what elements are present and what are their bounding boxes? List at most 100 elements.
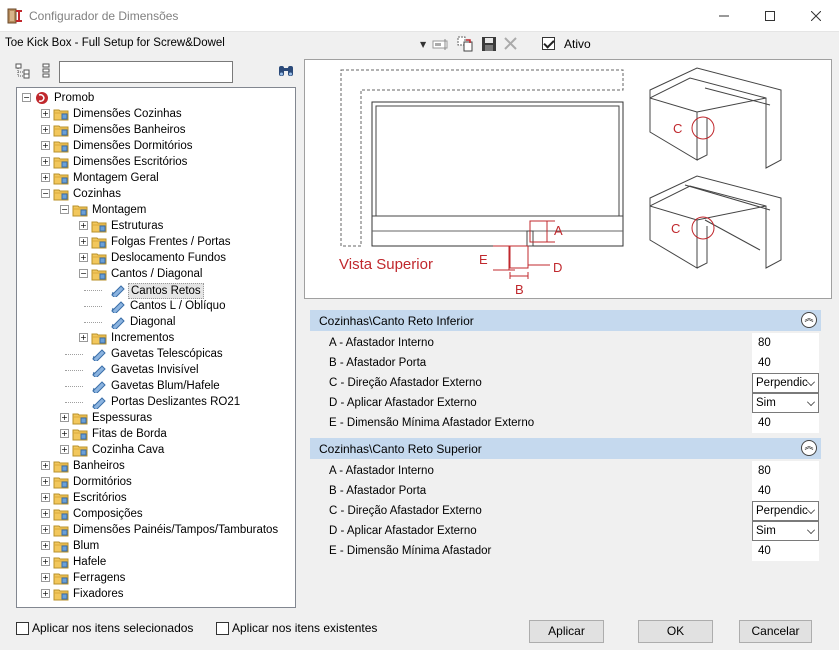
tree-item[interactable]: +Estruturas: [17, 218, 295, 234]
expand-plus-icon[interactable]: +: [79, 221, 88, 230]
tree-item[interactable]: −Cozinhas: [17, 186, 295, 202]
prop-value-input[interactable]: 40: [752, 353, 819, 373]
tree-item-label: Cantos Retos: [128, 283, 204, 299]
delete-icon[interactable]: [502, 36, 520, 52]
save-icon[interactable]: [480, 36, 498, 52]
expand-plus-icon[interactable]: +: [79, 333, 88, 342]
expand-plus-icon[interactable]: +: [41, 157, 50, 166]
collapse-minus-icon[interactable]: −: [79, 269, 88, 278]
expand-plus-icon[interactable]: +: [41, 461, 50, 470]
tree-item[interactable]: +Fixadores: [17, 586, 295, 602]
close-button[interactable]: [793, 0, 839, 32]
tree-item[interactable]: +Dimensões Escritórios: [17, 154, 295, 170]
tree-item[interactable]: +Incrementos: [17, 330, 295, 346]
expand-plus-icon[interactable]: +: [41, 573, 50, 582]
promob-logo-icon: [34, 91, 50, 105]
prop-value-input[interactable]: 80: [752, 461, 819, 481]
tree-item-label: Cantos / Diagonal: [111, 268, 203, 280]
tree-item[interactable]: Portas Deslizantes RO21: [17, 394, 295, 411]
expand-plus-icon[interactable]: +: [60, 429, 69, 438]
prop-value-select[interactable]: Perpendic: [752, 501, 819, 521]
collapse-minus-icon[interactable]: −: [41, 189, 50, 198]
prop-value-input[interactable]: 40: [752, 481, 819, 501]
expand-plus-icon[interactable]: +: [41, 493, 50, 502]
settings-tree[interactable]: −Promob+Dimensões Cozinhas+Dimensões Ban…: [16, 87, 296, 608]
tree-item[interactable]: +Ferragens: [17, 570, 295, 586]
tree-item[interactable]: +Montagem Geral: [17, 170, 295, 186]
collapse-minus-icon[interactable]: −: [60, 205, 69, 214]
apply-existing-checkbox[interactable]: [216, 622, 229, 635]
collapse-up-icon[interactable]: ︽: [801, 312, 817, 328]
expand-plus-icon[interactable]: +: [41, 541, 50, 550]
copy-setup-icon[interactable]: [457, 36, 475, 52]
prop-value-select[interactable]: Perpendic: [752, 373, 819, 393]
tree-search-input[interactable]: [59, 61, 233, 83]
tree-item[interactable]: +Blum: [17, 538, 295, 554]
group-header-superior[interactable]: Cozinhas\Canto Reto Superior ︽: [310, 438, 821, 459]
tree-item[interactable]: +Dimensões Painéis/Tampos/Tamburatos: [17, 522, 295, 538]
tree-item[interactable]: Gavetas Telescópicas: [17, 346, 295, 363]
apply-button[interactable]: Aplicar: [529, 620, 604, 643]
expand-tree-icon[interactable]: [15, 63, 31, 79]
prop-value-select[interactable]: Sim: [752, 521, 819, 541]
prop-value-input[interactable]: 40: [752, 413, 819, 433]
tree-item[interactable]: +Cozinha Cava: [17, 442, 295, 458]
tree-item[interactable]: +Dimensões Banheiros: [17, 122, 295, 138]
expand-plus-icon[interactable]: +: [41, 125, 50, 134]
prop-row-superior-b: B - Afastador Porta 40: [322, 481, 819, 501]
expand-plus-icon[interactable]: +: [79, 253, 88, 262]
binoculars-icon[interactable]: [278, 64, 294, 78]
expand-plus-icon[interactable]: +: [60, 413, 69, 422]
tree-item[interactable]: +Deslocamento Fundos: [17, 250, 295, 266]
tree-connector: [84, 306, 102, 307]
tree-item[interactable]: −Montagem: [17, 202, 295, 218]
expand-plus-icon[interactable]: +: [79, 237, 88, 246]
tree-item-label: Portas Deslizantes RO21: [111, 396, 241, 408]
chevron-down-icon: [807, 398, 815, 406]
collapse-up-icon[interactable]: ︽: [801, 440, 817, 456]
expand-plus-icon[interactable]: +: [41, 557, 50, 566]
tree-item[interactable]: +Folgas Frentes / Portas: [17, 234, 295, 250]
tree-item[interactable]: Gavetas Blum/Hafele: [17, 378, 295, 395]
tree-item[interactable]: −Promob: [17, 90, 295, 106]
tree-item[interactable]: − Cantos / Diagonal: [17, 266, 295, 282]
tree-item[interactable]: Gavetas Invisível: [17, 362, 295, 379]
expand-plus-icon[interactable]: +: [60, 445, 69, 454]
expand-plus-icon[interactable]: +: [41, 509, 50, 518]
tree-item[interactable]: +Dimensões Dormitórios: [17, 138, 295, 154]
tree-item[interactable]: Diagonal: [17, 314, 295, 331]
tree-item[interactable]: +Hafele: [17, 554, 295, 570]
expand-plus-icon[interactable]: +: [41, 525, 50, 534]
tree-item[interactable]: Cantos Retos: [17, 282, 295, 299]
folder-icon: [53, 123, 69, 137]
rename-icon[interactable]: [432, 36, 450, 52]
maximize-button[interactable]: [747, 0, 793, 32]
cancel-button[interactable]: Cancelar: [739, 620, 812, 643]
expand-plus-icon[interactable]: +: [41, 109, 50, 118]
collapse-tree-icon[interactable]: [38, 63, 54, 79]
tree-item[interactable]: +Banheiros: [17, 458, 295, 474]
tree-item[interactable]: +Dimensões Cozinhas: [17, 106, 295, 122]
setup-dropdown-arrow-icon[interactable]: ▼: [420, 40, 427, 49]
tree-item[interactable]: +Composições: [17, 506, 295, 522]
ativo-checkbox[interactable]: [542, 37, 555, 50]
group-header-inferior[interactable]: Cozinhas\Canto Reto Inferior ︽: [310, 310, 821, 331]
ok-button[interactable]: OK: [638, 620, 713, 643]
collapse-minus-icon[interactable]: −: [22, 93, 31, 102]
tree-item[interactable]: +Escritórios: [17, 490, 295, 506]
prop-value-input[interactable]: 80: [752, 333, 819, 353]
expand-plus-icon[interactable]: +: [41, 173, 50, 182]
tree-item[interactable]: +Dormitórios: [17, 474, 295, 490]
apply-selected-checkbox[interactable]: [16, 622, 29, 635]
expand-plus-icon[interactable]: +: [41, 141, 50, 150]
expand-plus-icon[interactable]: +: [41, 589, 50, 598]
tree-item[interactable]: +Fitas de Borda: [17, 426, 295, 442]
prop-value-input[interactable]: 40: [752, 541, 819, 561]
minimize-button[interactable]: [701, 0, 747, 32]
tree-item[interactable]: Cantos L / Oblíquo: [17, 298, 295, 315]
folder-icon: [91, 251, 107, 265]
expand-plus-icon[interactable]: +: [41, 477, 50, 486]
prop-value-select[interactable]: Sim: [752, 393, 819, 413]
tree-item[interactable]: +Espessuras: [17, 410, 295, 426]
svg-text:D: D: [553, 260, 562, 275]
